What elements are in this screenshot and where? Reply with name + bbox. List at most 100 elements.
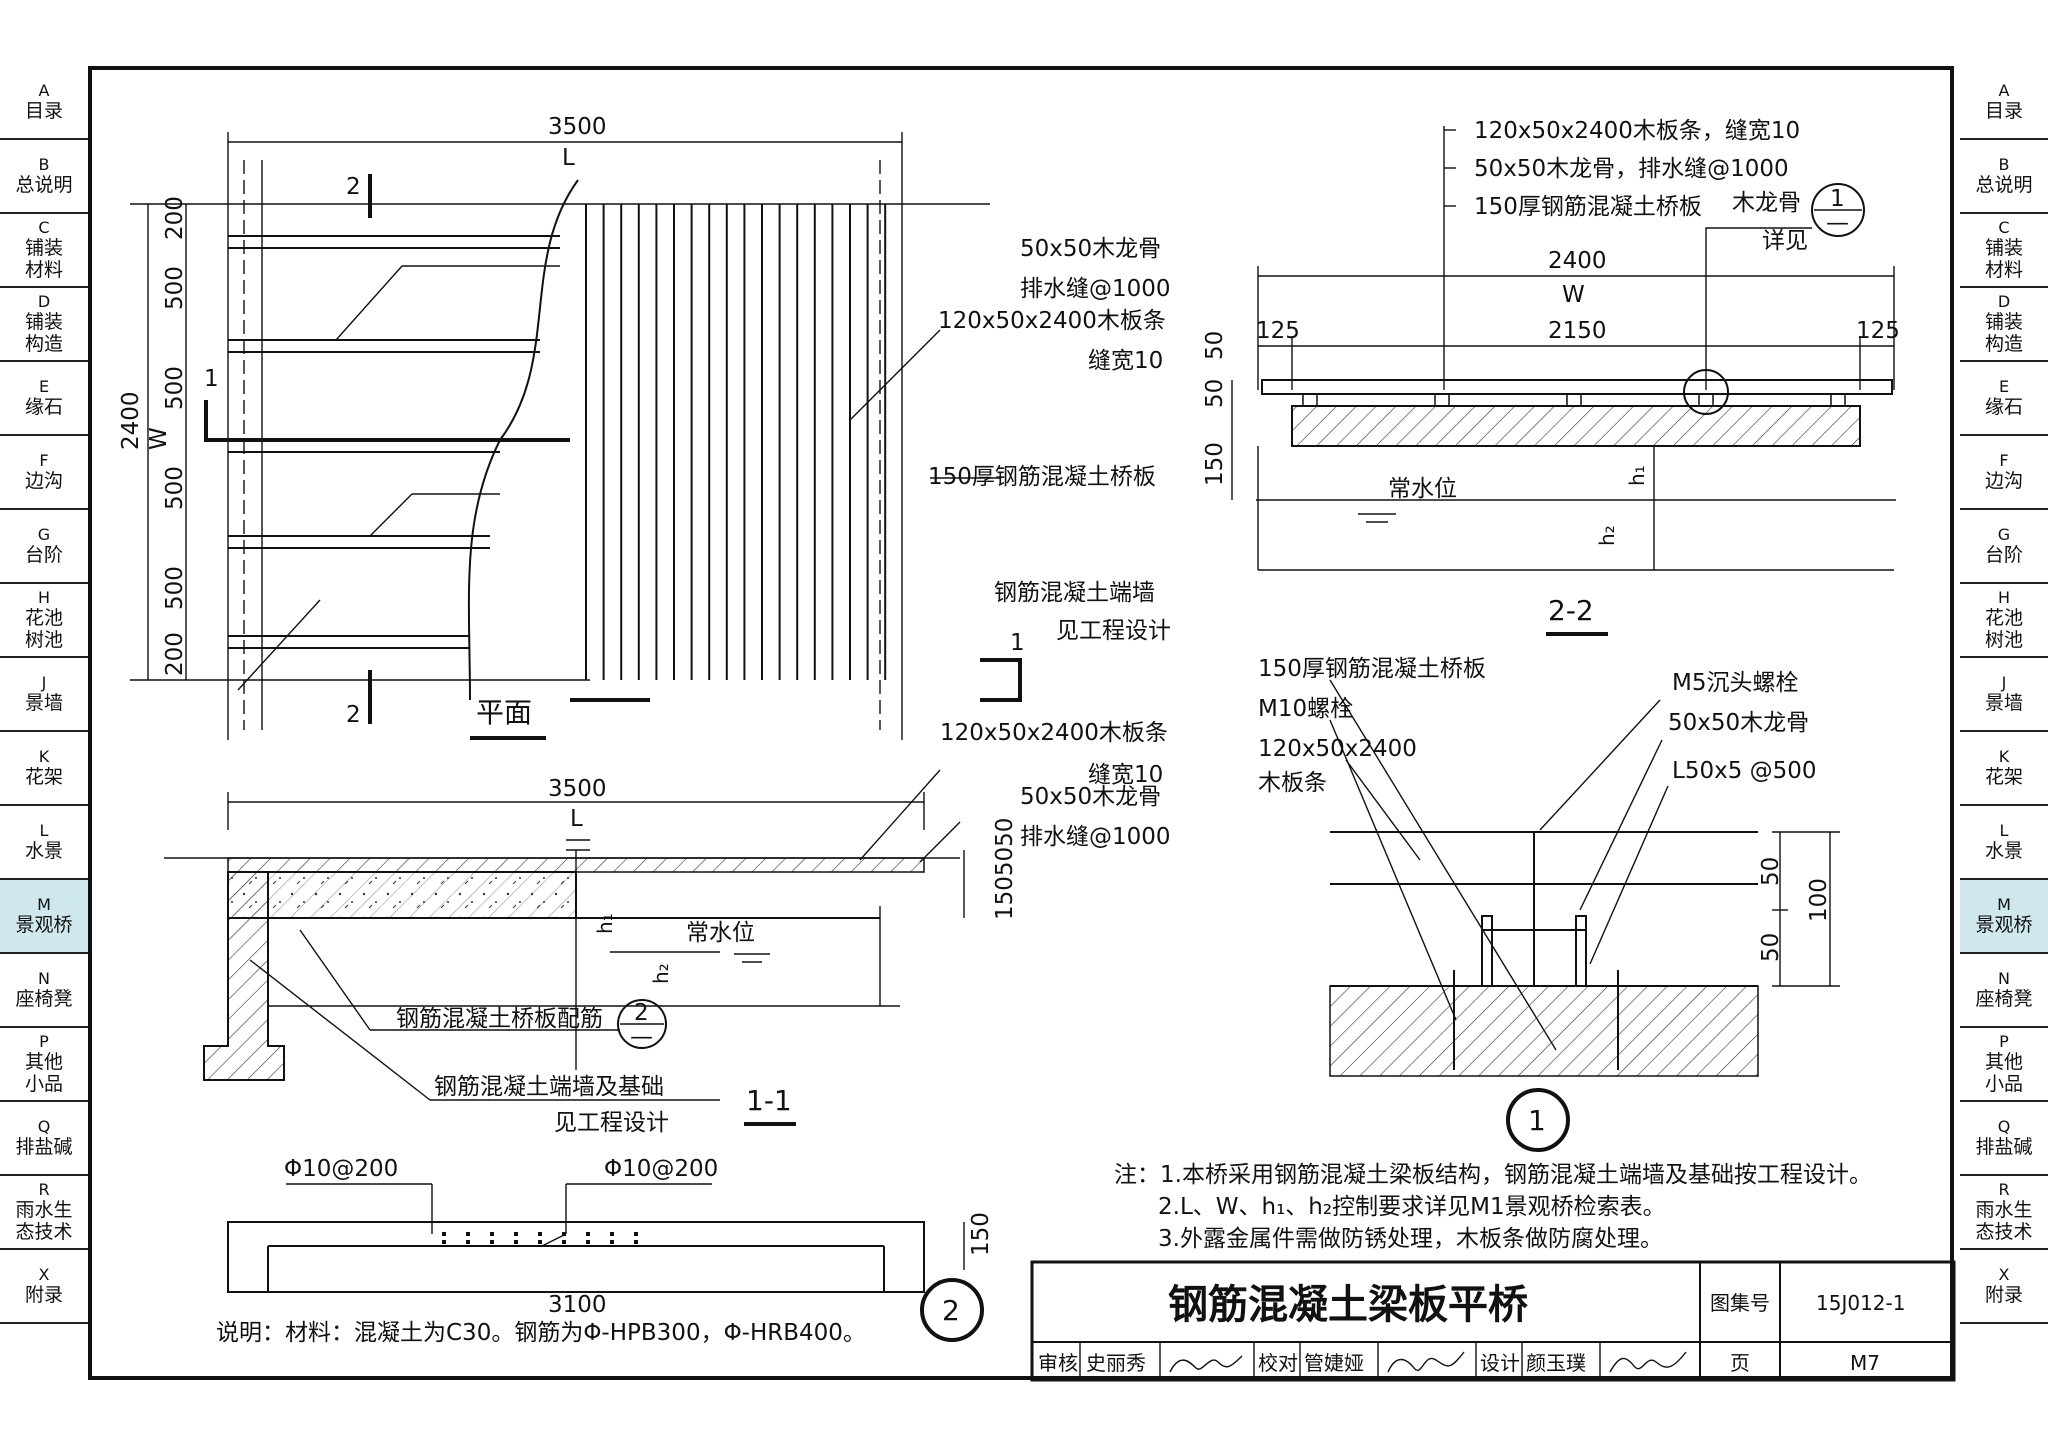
s11-ref-top: 2 bbox=[634, 1000, 649, 1026]
sidebar-tab-code: C bbox=[38, 218, 50, 237]
sidebar-tab-label: 景观桥 bbox=[1975, 914, 2033, 936]
rebar-dot bbox=[538, 1240, 542, 1244]
sidebar-tab-code: H bbox=[37, 588, 51, 607]
plan-lbl-plank: 120x50x2400木板条 bbox=[938, 308, 1166, 334]
d1-lbl-bolt: M10螺栓 bbox=[1258, 696, 1353, 722]
sidebar-tab-code: E bbox=[1998, 377, 2010, 396]
d1-lbl-plank2: 木板条 bbox=[1258, 770, 1327, 796]
d1-title: 1 bbox=[1528, 1104, 1546, 1137]
plan-lbl-gap: 缝宽10 bbox=[1088, 348, 1163, 374]
d1-lbl-m5: M5沉头螺栓 bbox=[1672, 670, 1798, 696]
plan-title: 平面 bbox=[476, 696, 532, 729]
sidebar-tab-label: 台阶 bbox=[24, 544, 63, 566]
s22-h1: h₁ bbox=[1625, 465, 1649, 486]
plan-sec1-right: 1 bbox=[1010, 630, 1025, 656]
plan-lbl-joist: 50x50木龙骨 bbox=[1020, 236, 1161, 262]
sidebar-tab-code: M bbox=[37, 895, 51, 914]
tb-design: 设计 bbox=[1480, 1351, 1520, 1375]
sidebar-tab-label: 铺装 材料 bbox=[24, 237, 63, 281]
sidebar-tab-label: 花池 树池 bbox=[1984, 607, 2023, 651]
tb-page-no: M7 bbox=[1850, 1351, 1880, 1375]
s22-dim-l: 125 bbox=[1256, 318, 1300, 344]
sidebar-tab-code: R bbox=[1998, 1180, 2010, 1199]
s11-title: 1-1 bbox=[746, 1084, 792, 1117]
sidebar-tab-label: 目录 bbox=[24, 100, 63, 122]
s11-lbl-drain: 排水缝@1000 bbox=[1020, 824, 1171, 850]
d2-dim-len: 3100 bbox=[548, 1292, 607, 1318]
reviewer-signature bbox=[1169, 1355, 1243, 1373]
title-block: 钢筋混凝土梁板平桥 图集号 15J012-1 审核 史丽秀 校对 管婕娅 设计 … bbox=[1030, 1260, 1956, 1382]
sidebar-tab-code: B bbox=[38, 155, 50, 174]
tb-reviewer: 史丽秀 bbox=[1086, 1351, 1146, 1375]
tb-page-label: 页 bbox=[1730, 1351, 1750, 1375]
sidebar-tab-label: 边沟 bbox=[1984, 470, 2023, 492]
sidebar-tab-code: L bbox=[39, 821, 49, 840]
sidebar-tab-label: 其他 小品 bbox=[24, 1051, 63, 1095]
s22-ref-top: 1 bbox=[1830, 186, 1845, 212]
detail-1: 150厚钢筋混凝土桥板 M10螺栓 120x50x2400 木板条 M5沉头螺栓… bbox=[1258, 656, 1840, 1152]
d2-title: 2 bbox=[942, 1294, 960, 1327]
notes: 注：1.本桥采用钢筋混凝土梁板结构，钢筋混凝土端墙及基础按工程设计。 2.L、W… bbox=[1114, 1162, 1872, 1252]
sidebar-tab-code: P bbox=[1999, 1032, 2009, 1051]
sidebar-tab-label: 附录 bbox=[1984, 1284, 2023, 1306]
plan-sec2-top: 2 bbox=[346, 174, 361, 200]
plan-lbl-drain: 排水缝@1000 bbox=[1020, 276, 1171, 302]
sidebar-tab-label: 景墙 bbox=[1984, 692, 2023, 714]
sidebar-tab-label: 座椅凳 bbox=[15, 988, 73, 1010]
joist-box bbox=[1434, 393, 1450, 407]
rebar-dot bbox=[586, 1240, 590, 1244]
d1-lbl-joist: 50x50木龙骨 bbox=[1668, 710, 1809, 736]
s22-dim-r: 125 bbox=[1856, 318, 1900, 344]
rebar-dot bbox=[442, 1240, 446, 1244]
d1-dim50b: 50 bbox=[1758, 933, 1784, 962]
sidebar-tab-code: M bbox=[1997, 895, 2011, 914]
s11-ref-bot: — bbox=[630, 1024, 653, 1050]
d1-dim50a: 50 bbox=[1758, 857, 1784, 886]
plan-dim-width: 2400 bbox=[118, 391, 144, 450]
sidebar-tab-code: J bbox=[2001, 673, 2007, 692]
sidebar-tab-label: 花架 bbox=[24, 766, 63, 788]
d2-dim-th: 150 bbox=[968, 1212, 994, 1256]
rebar-dot bbox=[490, 1232, 494, 1236]
sidebar-tab-code: B bbox=[1998, 155, 2010, 174]
sidebar-tab-label: 总说明 bbox=[1975, 174, 2033, 196]
sidebar-tab-label: 边沟 bbox=[24, 470, 63, 492]
d1-lbl-angle: L50x5 @500 bbox=[1672, 758, 1817, 784]
d2-note: 说明：材料：混凝土为C30。钢筋为Φ-HPB300，Φ-HRB400。 bbox=[216, 1320, 866, 1346]
